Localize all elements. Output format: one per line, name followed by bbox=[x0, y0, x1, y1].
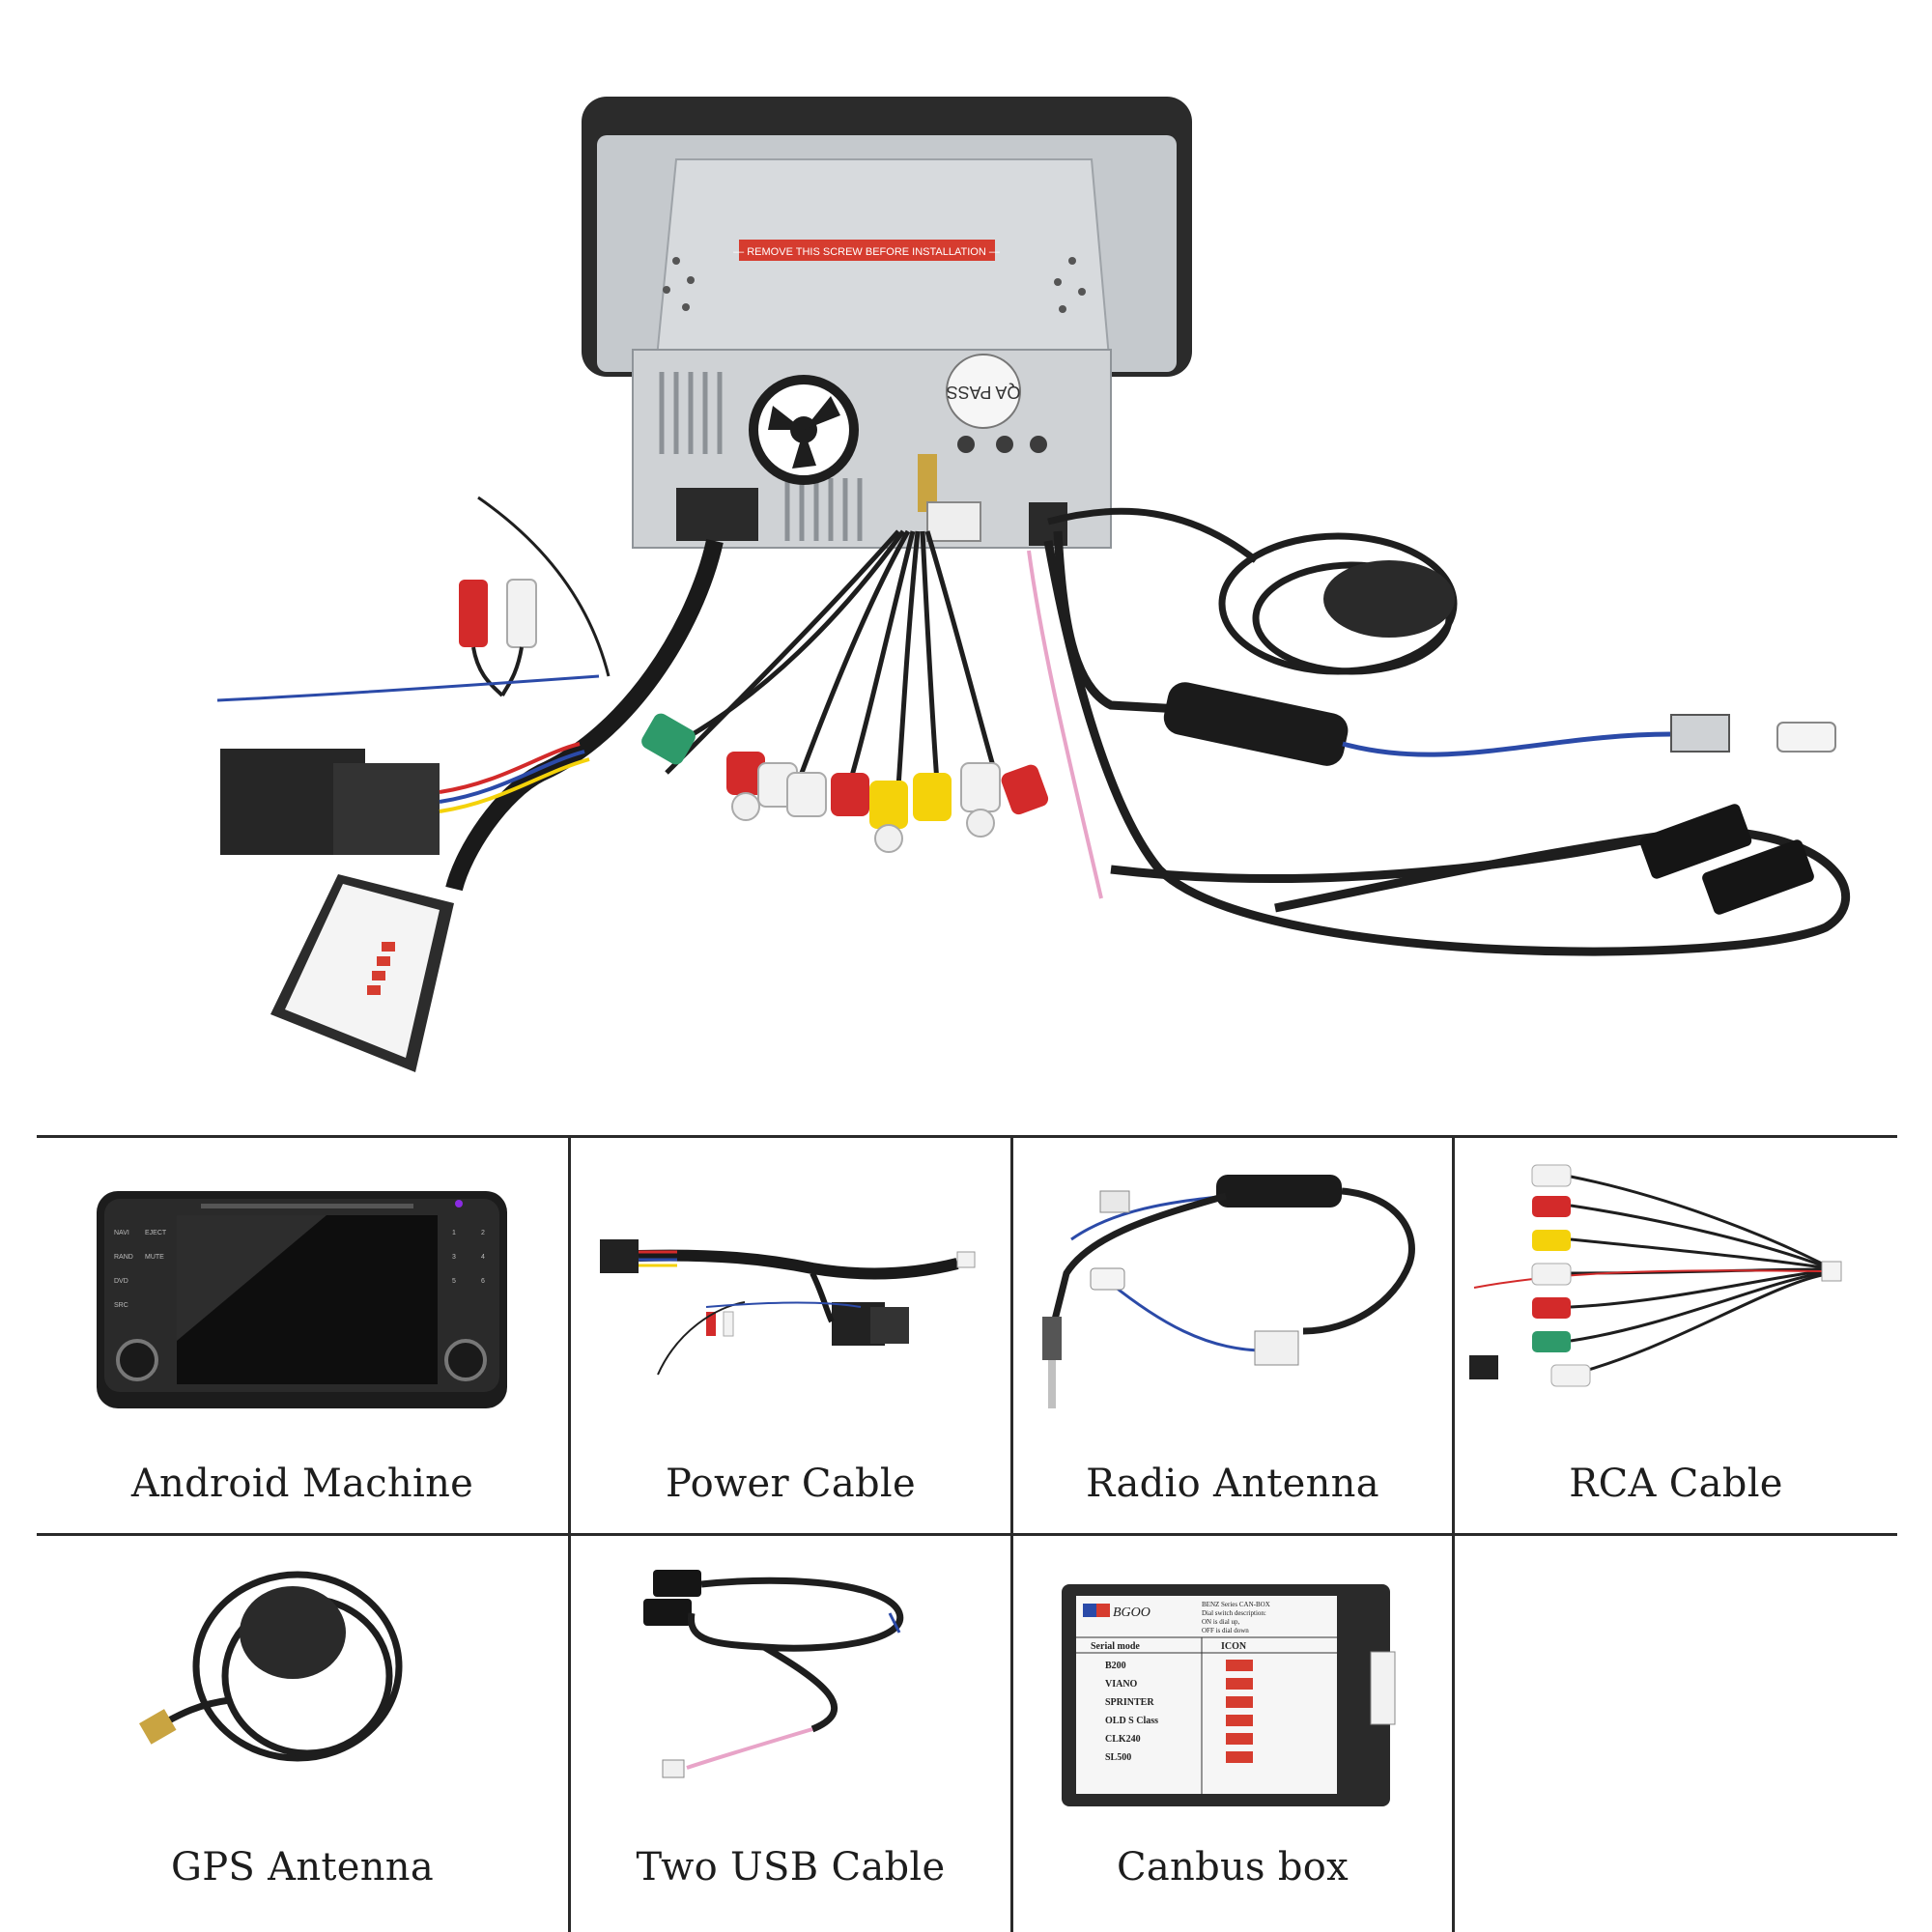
svg-text:3: 3 bbox=[452, 1254, 456, 1261]
hero-canbus-box bbox=[270, 874, 454, 1072]
svg-text:6: 6 bbox=[481, 1278, 485, 1285]
gps-puck-icon bbox=[1323, 560, 1455, 638]
caption-android-machine: Android Machine bbox=[130, 1462, 474, 1506]
power-harness-wire bbox=[445, 539, 724, 892]
caption-two-usb-cable: Two USB Cable bbox=[636, 1845, 946, 1889]
svg-text:NAVI: NAVI bbox=[114, 1230, 129, 1236]
svg-text:Dial switch description:: Dial switch description: bbox=[1202, 1609, 1266, 1617]
hero-product-photo: — REMOVE THIS SCREW BEFORE INSTALLATION … bbox=[216, 97, 1851, 1072]
radio-antenna-adapter-icon bbox=[1042, 1175, 1415, 1408]
antenna-jack bbox=[918, 454, 937, 512]
empty-cell bbox=[1455, 1536, 1897, 1932]
caption-rca-cable: RCA Cable bbox=[1569, 1462, 1783, 1506]
grid-line-top bbox=[37, 1135, 1897, 1138]
item-canbus-box: BGOO BENZ Series CAN-BOX Dial switch des… bbox=[1013, 1536, 1452, 1932]
power-harness-icon bbox=[600, 1239, 976, 1376]
canbus-box-icon: BGOO BENZ Series CAN-BOX Dial switch des… bbox=[1062, 1584, 1396, 1806]
hero-illustration: — REMOVE THIS SCREW BEFORE INSTALLATION … bbox=[216, 97, 1851, 1072]
gps-antenna-icon bbox=[139, 1571, 403, 1762]
grid-line-v2 bbox=[1010, 1135, 1013, 1932]
usb-plug-icon bbox=[1639, 804, 1752, 879]
canbus-col-mode: Serial mode bbox=[1091, 1641, 1140, 1652]
usb-plug-icon-2 bbox=[1702, 839, 1814, 915]
accessory-grid: NAVI RAND DVD SRC EJECT MUTE 1 3 5 2 4 6… bbox=[37, 1135, 1932, 1932]
item-android-machine: NAVI RAND DVD SRC EJECT MUTE 1 3 5 2 4 6… bbox=[37, 1138, 568, 1533]
item-rca-cable: RCA Cable bbox=[1455, 1138, 1897, 1533]
svg-text:SRC: SRC bbox=[114, 1302, 128, 1309]
warning-label: — REMOVE THIS SCREW BEFORE INSTALLATION … bbox=[733, 246, 1000, 258]
svg-text:B200: B200 bbox=[1105, 1661, 1126, 1671]
radio-amplifier-icon bbox=[1163, 682, 1349, 766]
item-gps-antenna: GPS Antenna bbox=[37, 1536, 568, 1932]
warning-strip bbox=[739, 240, 995, 261]
item-two-usb-cable: Two USB Cable bbox=[571, 1536, 1010, 1932]
svg-text:BENZ Series CAN-BOX: BENZ Series CAN-BOX bbox=[1202, 1601, 1270, 1608]
caption-canbus-box: Canbus box bbox=[1116, 1845, 1350, 1889]
grid-line-v1 bbox=[568, 1135, 571, 1932]
svg-text:MUTE: MUTE bbox=[145, 1254, 164, 1261]
svg-text:ON is dial up,: ON is dial up, bbox=[1202, 1618, 1240, 1626]
svg-text:VIANO: VIANO bbox=[1105, 1679, 1138, 1690]
qa-sticker bbox=[946, 354, 1021, 429]
item-radio-antenna: Radio Antenna bbox=[1013, 1138, 1452, 1533]
canbus-brand: BGOO bbox=[1113, 1605, 1151, 1620]
canbus-col-icon: ICON bbox=[1221, 1641, 1247, 1652]
svg-text:RAND: RAND bbox=[114, 1254, 133, 1261]
main-connector bbox=[676, 488, 758, 541]
item-power-cable: Power Cable bbox=[571, 1138, 1010, 1533]
svg-text:CLK240: CLK240 bbox=[1105, 1734, 1141, 1745]
amplifier-icon bbox=[1216, 1175, 1342, 1208]
svg-text:SL500: SL500 bbox=[1105, 1752, 1131, 1763]
gps-puck bbox=[240, 1586, 346, 1679]
rca-bundle bbox=[641, 529, 1049, 853]
grid-line-middle bbox=[37, 1533, 1897, 1536]
svg-text:EJECT: EJECT bbox=[145, 1230, 167, 1236]
svg-text:5: 5 bbox=[452, 1278, 456, 1285]
svg-text:2: 2 bbox=[481, 1230, 485, 1236]
rca-cable-icon bbox=[1469, 1164, 1842, 1387]
svg-text:SPRINTER: SPRINTER bbox=[1105, 1697, 1154, 1708]
usb-cable-icon bbox=[643, 1570, 904, 1778]
caption-power-cable: Power Cable bbox=[666, 1462, 916, 1506]
svg-text:OFF is dial down: OFF is dial down bbox=[1202, 1627, 1249, 1634]
svg-text:OLD S Class: OLD S Class bbox=[1105, 1716, 1158, 1726]
svg-text:4: 4 bbox=[481, 1254, 485, 1261]
caption-radio-antenna: Radio Antenna bbox=[1086, 1462, 1379, 1506]
head-unit-icon: NAVI RAND DVD SRC EJECT MUTE 1 3 5 2 4 6 bbox=[97, 1191, 507, 1408]
caption-gps-antenna: GPS Antenna bbox=[170, 1845, 435, 1889]
grid-line-v3 bbox=[1452, 1135, 1455, 1932]
qa-label: QA PASS bbox=[947, 383, 1021, 402]
svg-text:1: 1 bbox=[452, 1230, 456, 1236]
svg-text:DVD: DVD bbox=[114, 1278, 128, 1285]
